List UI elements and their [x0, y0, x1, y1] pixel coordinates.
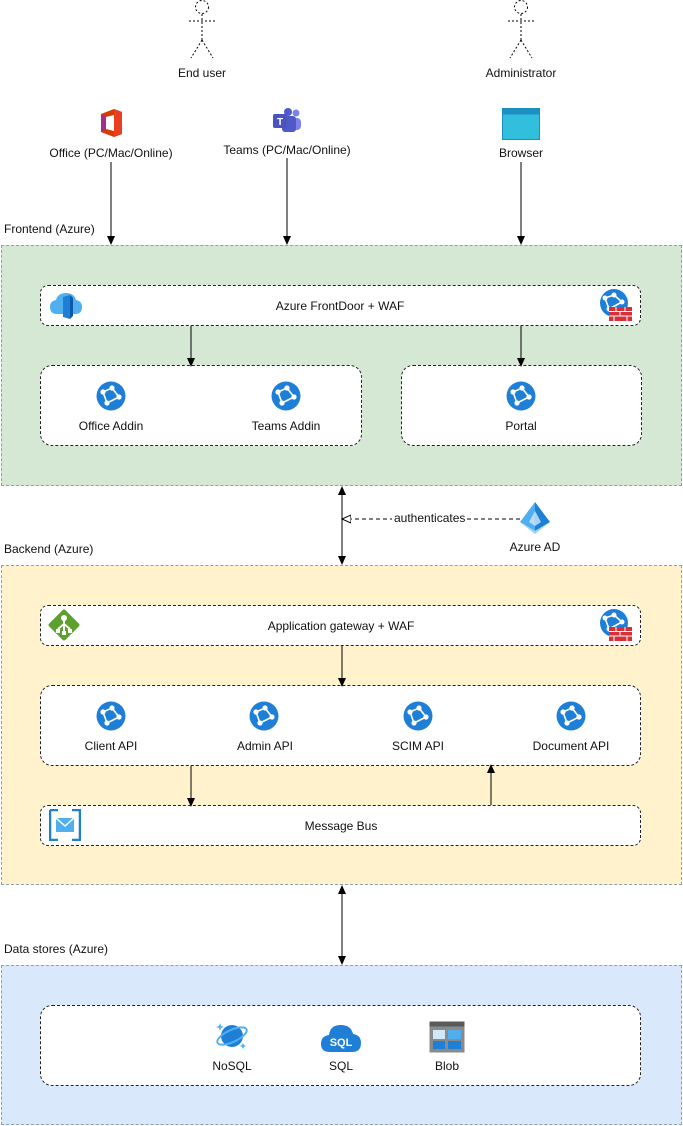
apis-box[interactable] — [40, 685, 641, 766]
office-addin-label: Office Addin — [78, 419, 144, 433]
end-user-label: End user — [177, 66, 227, 80]
office-logo-icon — [101, 109, 122, 137]
administrator-label: Administrator — [485, 66, 557, 80]
browser-client-label: Browser — [498, 146, 544, 160]
client-api-app-service-icon — [96, 701, 126, 731]
frontdoor-label: Azure FrontDoor + WAF — [275, 299, 405, 313]
sql-label: SQL — [328, 1059, 354, 1073]
sql-database-icon: SQL — [321, 1025, 361, 1052]
document-api-label: Document API — [532, 739, 610, 753]
scim-api-label: SCIM API — [391, 739, 445, 753]
azure-ad-label: Azure AD — [509, 540, 561, 554]
backend-zone-label: Backend (Azure) — [4, 542, 94, 556]
azure-ad-icon — [520, 502, 550, 534]
teams-client-label: Teams (PC/Mac/Online) — [223, 143, 351, 157]
scim-api-app-service-icon — [403, 701, 433, 731]
waf-gateway-icon — [600, 609, 632, 641]
document-api-app-service-icon — [556, 701, 586, 731]
portal-label: Portal — [505, 419, 537, 433]
gateway-box[interactable] — [40, 605, 641, 646]
office-client-label: Office (PC/Mac/Online) — [49, 146, 173, 160]
teams-addin-app-service-icon — [271, 381, 301, 411]
gateway-label: Application gateway + WAF — [267, 619, 415, 633]
message-bus-label: Message Bus — [304, 819, 378, 833]
datastores-zone-label: Data stores (Azure) — [4, 942, 109, 956]
end-user-actor-icon — [189, 0, 215, 59]
frontdoor-box[interactable] — [40, 285, 641, 326]
authenticates-edge-label: authenticates — [392, 511, 468, 525]
blob-storage-icon — [429, 1021, 465, 1053]
browser-window-icon — [502, 108, 540, 140]
frontend-zone-label: Frontend (Azure) — [4, 222, 95, 236]
administrator-actor-icon — [508, 0, 534, 59]
svg-text:T: T — [277, 117, 283, 128]
message-bus-box[interactable] — [40, 805, 641, 846]
client-api-label: Client API — [84, 739, 138, 753]
addins-box[interactable] — [40, 365, 362, 446]
application-gateway-icon — [48, 609, 80, 641]
nosql-label: NoSQL — [212, 1059, 252, 1073]
office-addin-app-service-icon — [96, 381, 126, 411]
azure-frontdoor-icon — [50, 293, 82, 319]
portal-app-service-icon — [506, 381, 536, 411]
service-bus-icon — [49, 809, 81, 841]
teams-logo-icon: T — [273, 108, 301, 132]
admin-api-label: Admin API — [236, 739, 294, 753]
admin-api-app-service-icon — [249, 701, 279, 731]
teams-addin-label: Teams Addin — [251, 419, 321, 433]
waf-frontdoor-icon — [600, 289, 632, 321]
cosmos-db-nosql-icon — [216, 1023, 248, 1049]
svg-text:SQL: SQL — [330, 1037, 353, 1049]
blob-label: Blob — [434, 1059, 460, 1073]
